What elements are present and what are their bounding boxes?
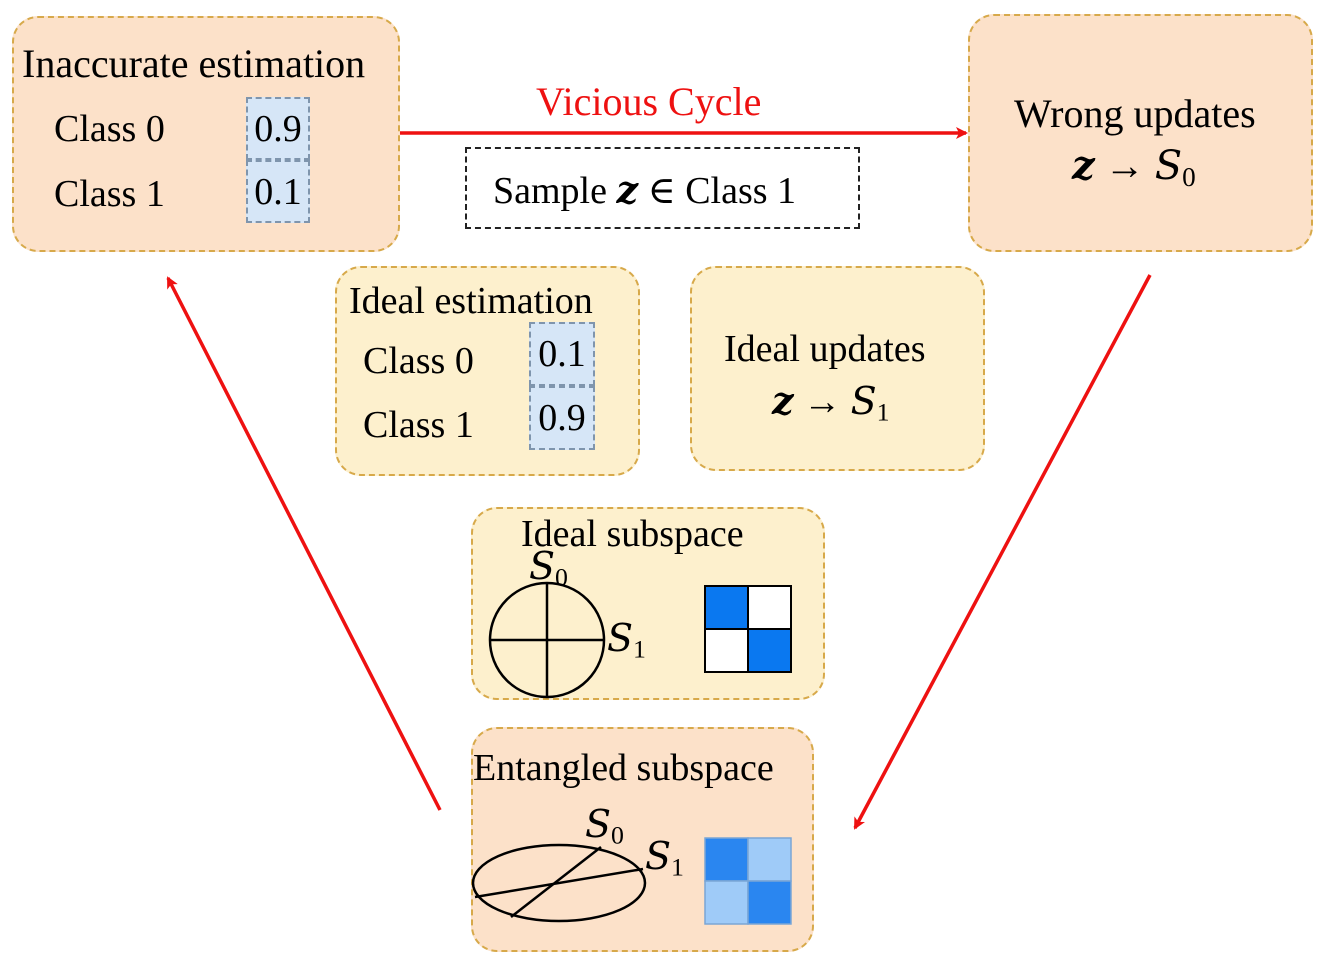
wrong-updates-box: Wrong updates z → S0 bbox=[968, 14, 1313, 252]
sample-suffix: ∈ Class 1 bbox=[638, 170, 797, 212]
ideal-class1-value: 0.9 bbox=[529, 386, 595, 450]
ideal-updates-arrow: → bbox=[793, 381, 851, 423]
entangled-subspace-s0-label: S0 bbox=[585, 805, 624, 848]
wrong-updates-arrow: → bbox=[1094, 143, 1155, 188]
entangled-subspace-title: Entangled subspace bbox=[473, 747, 774, 789]
sample-var: z bbox=[616, 167, 639, 212]
wrong-updates-formula: z → S0 bbox=[1072, 146, 1196, 191]
ideal-estimation-title: Ideal estimation bbox=[349, 280, 593, 322]
wrong-updates-var: z bbox=[1072, 142, 1095, 189]
ideal-updates-formula: z → S1 bbox=[772, 382, 890, 425]
ideal-class0-label: Class 0 bbox=[363, 340, 474, 382]
ideal-updates-title: Ideal updates bbox=[724, 328, 926, 370]
entangled-matrix-cell-10 bbox=[704, 880, 749, 925]
ideal-matrix-cell-11 bbox=[747, 628, 792, 673]
ideal-subspace-box: Ideal subspace S0 S1 bbox=[471, 507, 825, 700]
inaccurate-class0-label: Class 0 bbox=[54, 108, 165, 150]
inaccurate-class0-value: 0.9 bbox=[246, 97, 310, 160]
ideal-updates-target-sub: 1 bbox=[876, 397, 890, 427]
wrong-updates-target-sub: 0 bbox=[1182, 161, 1196, 192]
sample-box: Sample z ∈ Class 1 bbox=[465, 147, 860, 229]
ideal-s1-letter: S bbox=[607, 616, 634, 660]
entangled-matrix-cell-01 bbox=[747, 837, 792, 882]
ideal-s0-letter: S bbox=[529, 544, 556, 588]
ideal-subspace-s0-label: S0 bbox=[529, 547, 568, 590]
sample-text: Sample z ∈ Class 1 bbox=[493, 170, 797, 212]
entangled-subspace-box: Entangled subspace S0 S1 bbox=[471, 727, 814, 952]
ideal-subspace-matrix bbox=[704, 585, 792, 673]
ideal-updates-target: S bbox=[850, 379, 877, 423]
ideal-s0-sub: 0 bbox=[555, 562, 568, 592]
inaccurate-estimation-box: Inaccurate estimation Class 0 Class 1 0.… bbox=[12, 16, 400, 252]
ideal-matrix-cell-10 bbox=[704, 628, 749, 673]
cycle-arrow-left bbox=[166, 276, 442, 811]
entangled-s0-sub: 0 bbox=[611, 820, 624, 850]
entangled-s1-letter: S bbox=[645, 834, 672, 878]
sample-prefix: Sample bbox=[493, 170, 617, 212]
ideal-s1-sub: 1 bbox=[633, 634, 646, 664]
ideal-subspace-s1-label: S1 bbox=[607, 619, 646, 662]
ideal-matrix-cell-00 bbox=[704, 585, 749, 630]
entangled-subspace-matrix bbox=[704, 837, 792, 925]
entangled-matrix-cell-00 bbox=[704, 837, 749, 882]
entangled-matrix-cell-11 bbox=[747, 880, 792, 925]
ideal-subspace-title: Ideal subspace bbox=[521, 513, 744, 555]
inaccurate-estimation-title: Inaccurate estimation bbox=[22, 41, 366, 86]
ideal-matrix-cell-01 bbox=[747, 585, 792, 630]
entangled-s0-letter: S bbox=[585, 802, 612, 846]
vicious-cycle-label: Vicious Cycle bbox=[536, 79, 762, 124]
inaccurate-class1-label: Class 1 bbox=[54, 173, 165, 215]
wrong-updates-title: Wrong updates bbox=[1014, 91, 1256, 136]
ideal-estimation-box: Ideal estimation Class 0 Class 1 0.1 0.9 bbox=[335, 266, 640, 476]
entangled-s1-sub: 1 bbox=[671, 852, 684, 882]
entangled-subspace-s1-label: S1 bbox=[645, 837, 684, 880]
wrong-updates-target: S bbox=[1154, 143, 1183, 189]
ideal-updates-box: Ideal updates z → S1 bbox=[690, 266, 985, 471]
ideal-class1-label: Class 1 bbox=[363, 404, 474, 446]
ideal-subspace-circle-diagram bbox=[488, 581, 606, 699]
inaccurate-class1-value: 0.1 bbox=[246, 160, 310, 223]
ideal-updates-var: z bbox=[772, 378, 794, 423]
ideal-class0-value: 0.1 bbox=[529, 322, 595, 386]
cycle-arrow-right bbox=[853, 274, 1152, 830]
entangled-subspace-ellipse-diagram bbox=[471, 843, 647, 923]
